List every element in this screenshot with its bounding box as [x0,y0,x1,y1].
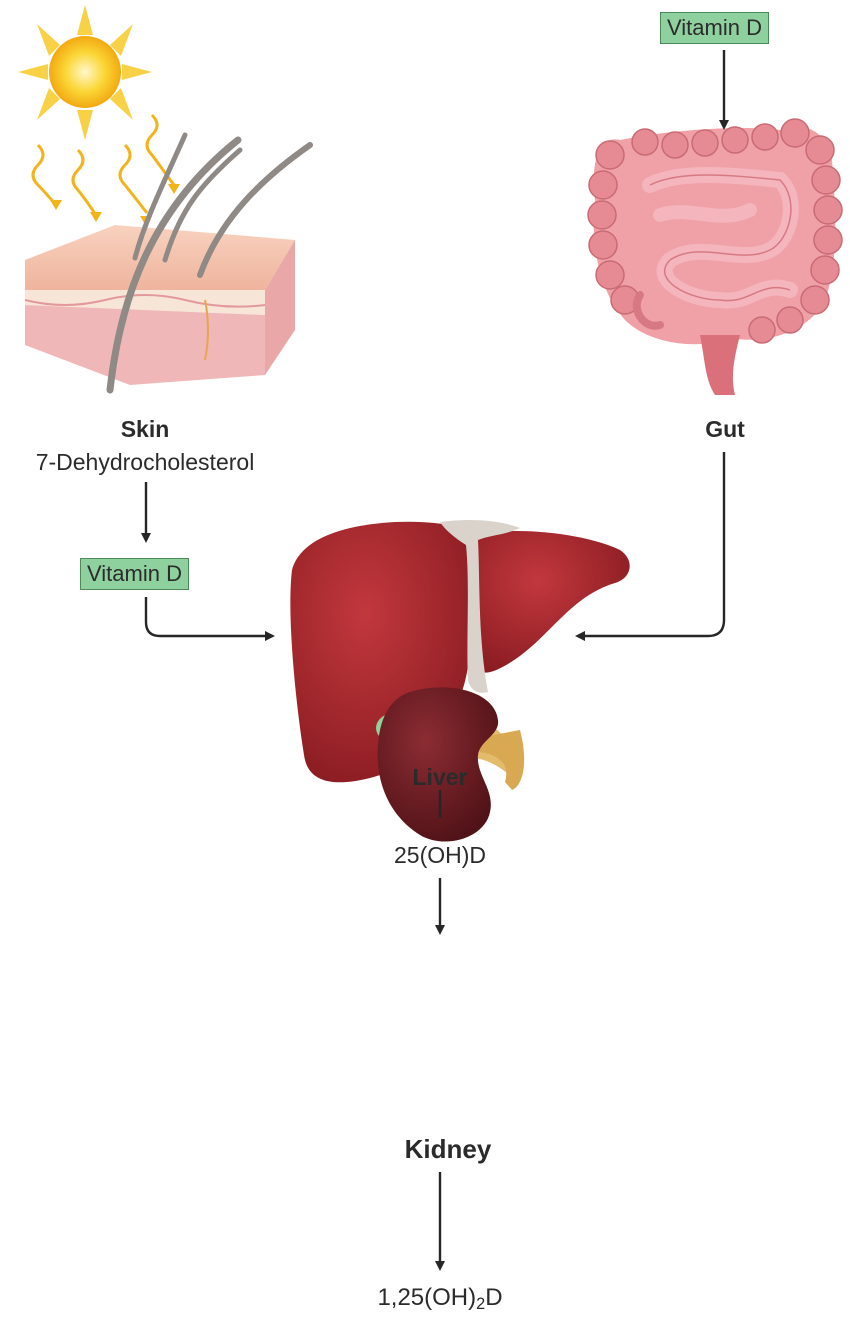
skin-compound-label: 7-Dehydrocholesterol [36,451,255,474]
arrow-vitamin-to-liver [146,597,272,636]
gut-vitamin-d-box: Vitamin D [660,12,769,44]
skin-section-illustration [25,135,310,390]
intestine-illustration [588,119,842,395]
final-product-label: 1,25(OH)2D [377,1286,502,1312]
skin-vitamin-d-box: Vitamin D [80,558,189,590]
sun-icon [18,5,152,140]
skin-label: Skin [121,418,170,441]
liver-product-label: 25(OH)D [394,844,486,867]
kidney-label: Kidney [405,1136,492,1162]
gut-label: Gut [705,418,745,441]
liver-label: Liver [413,766,468,789]
